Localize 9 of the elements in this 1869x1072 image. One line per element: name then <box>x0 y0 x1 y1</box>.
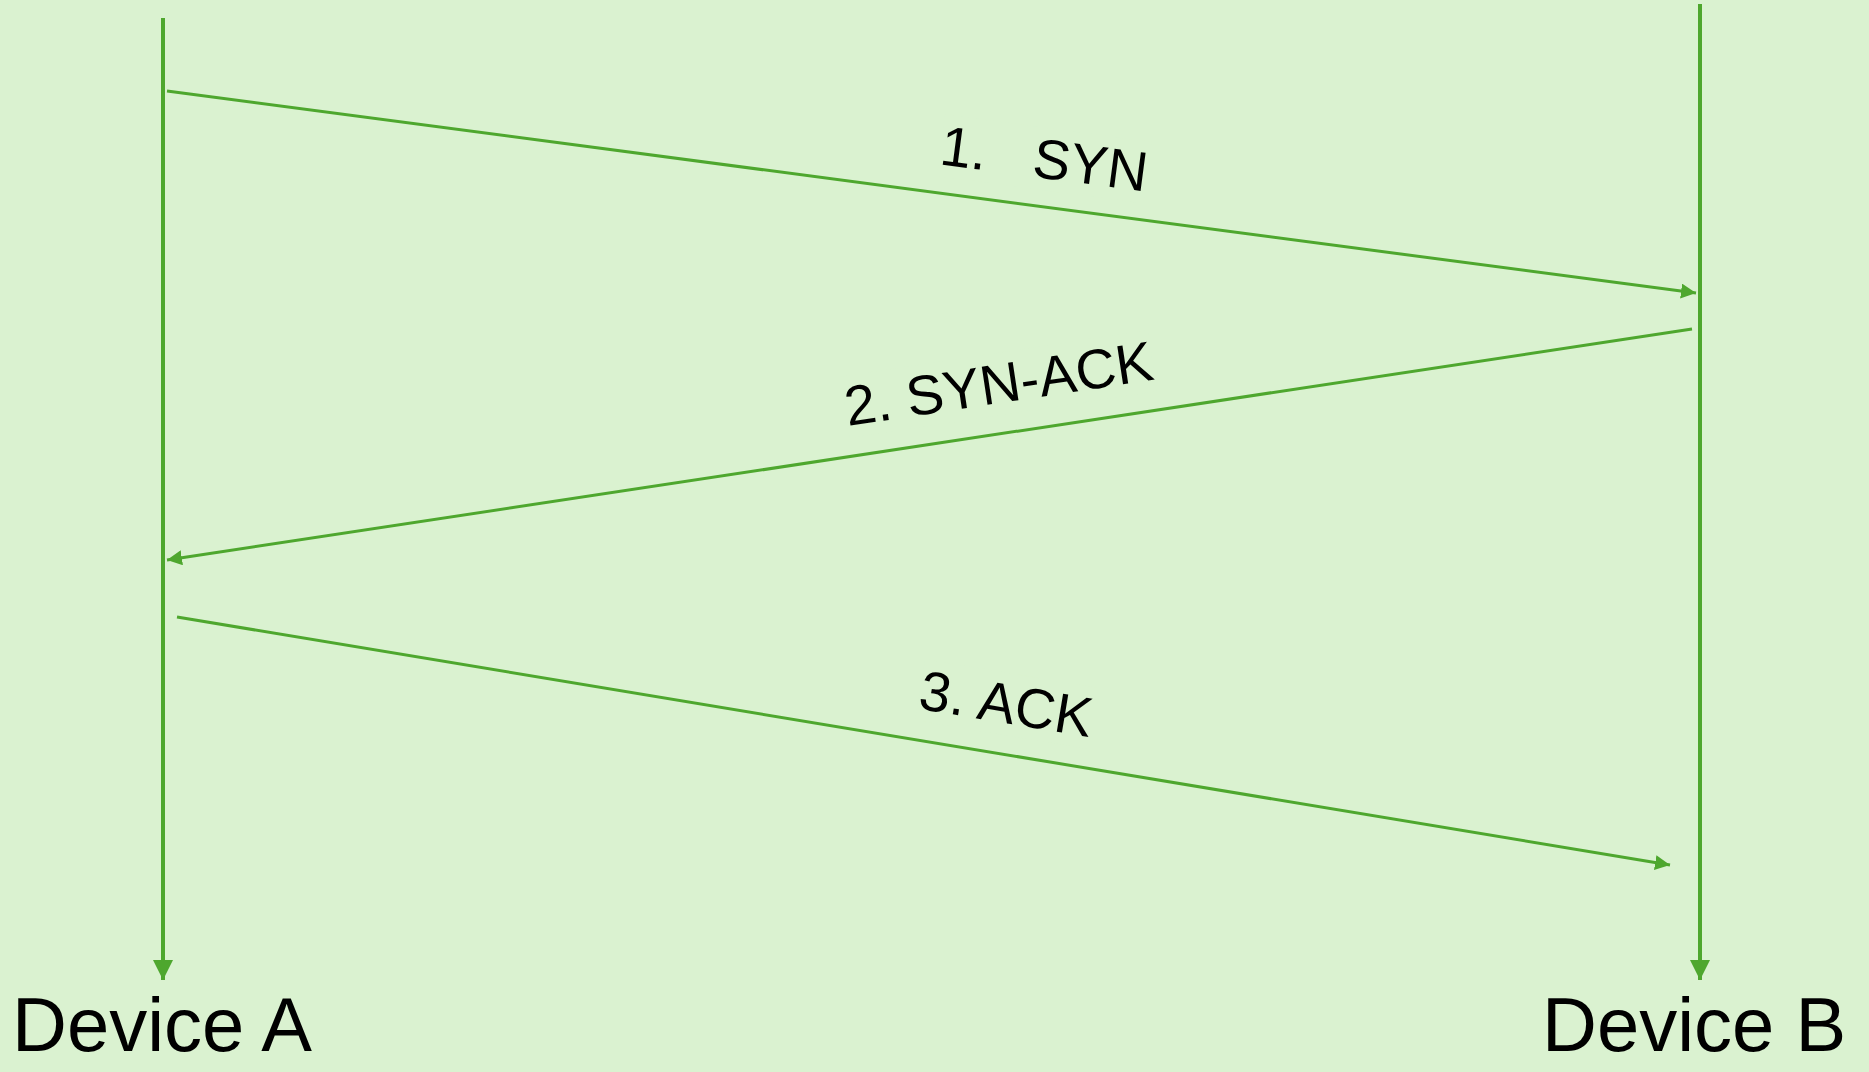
lifeline-bar <box>1698 4 1702 928</box>
lifeline-bar <box>161 18 165 928</box>
device-label: Device A <box>12 980 342 1070</box>
message-arrow <box>166 89 1697 299</box>
message-arrow <box>166 327 1693 566</box>
device-label: Device B <box>1542 980 1867 1070</box>
lifeline-arrow <box>153 928 173 980</box>
lifeline-arrow <box>1690 928 1710 980</box>
message-arrow <box>176 615 1671 870</box>
